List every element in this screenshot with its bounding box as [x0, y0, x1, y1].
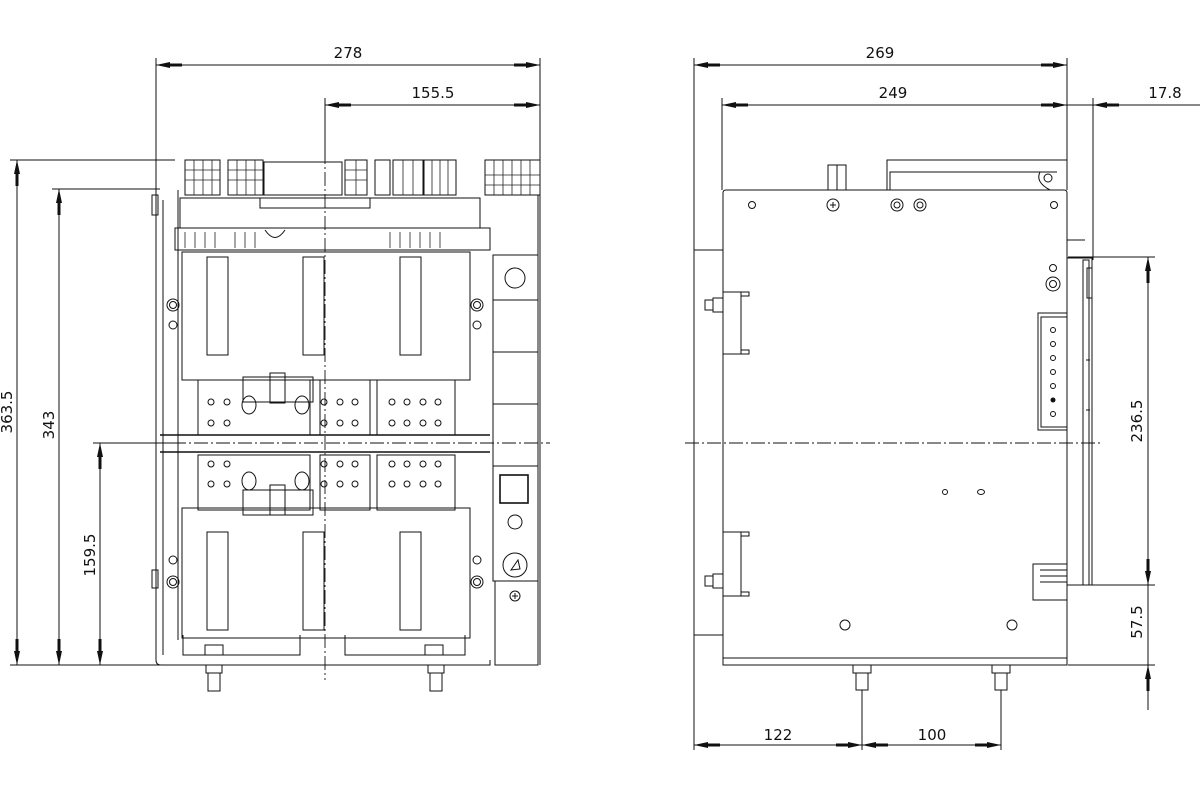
dim-278: 278 — [334, 44, 363, 62]
top-terminal-strip — [184, 159, 541, 196]
side-bottom-terminals — [852, 664, 1011, 691]
dimension-overall-depth: 269 — [693, 44, 1068, 750]
lower-pole-housing — [166, 507, 484, 656]
dim-17-8: 17.8 — [1148, 84, 1181, 102]
dim-269: 269 — [866, 44, 895, 62]
dim-159-5: 159.5 — [81, 534, 99, 577]
front-frame — [151, 190, 491, 666]
dim-236-5: 236.5 — [1128, 400, 1146, 443]
dim-363-5: 363.5 — [0, 391, 16, 434]
dimension-lower-height: 57.5 — [1068, 584, 1155, 710]
dimension-overall-height: 363.5 — [0, 159, 175, 666]
side-view: 269 249 17.8 236.5 — [685, 44, 1200, 750]
dimension-terminal-spacing: 122 100 — [694, 690, 1002, 750]
dim-100: 100 — [918, 726, 947, 744]
top-busbar — [174, 197, 491, 251]
dim-249: 249 — [879, 84, 908, 102]
dimension-body-depth: 249 — [721, 84, 1067, 190]
dim-122: 122 — [764, 726, 793, 744]
upper-contact-block — [197, 372, 456, 436]
front-view: 278 155.5 363.5 343 — [0, 44, 550, 692]
side-body — [693, 159, 1093, 666]
lower-contact-block — [197, 454, 456, 516]
dim-57-5: 57.5 — [1128, 605, 1146, 638]
bottom-terminals — [205, 664, 445, 692]
dimension-partial-width: 155.5 — [324, 84, 540, 160]
dimension-upper-height: 236.5 — [1068, 256, 1155, 585]
dimension-body-height: 343 — [40, 188, 160, 665]
dim-155-5: 155.5 — [412, 84, 455, 102]
dimension-overall-width: 278 — [155, 44, 541, 190]
dim-343: 343 — [40, 411, 58, 440]
dimension-center-height: 159.5 — [81, 442, 160, 665]
accessory-panel — [492, 195, 541, 666]
dimension-rear-offset: 17.8 — [1067, 84, 1200, 260]
